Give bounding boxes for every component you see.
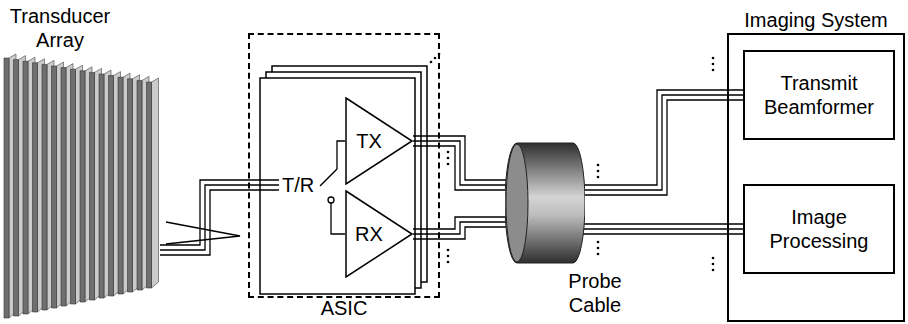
signal-bundle [583, 224, 743, 234]
flex-fold [166, 222, 240, 244]
node-label: Transducer Array [0, 4, 120, 52]
rx-amplifier: RX [345, 190, 413, 278]
chip-input-wires [248, 180, 279, 190]
node-label: RX [349, 222, 389, 246]
label-holder: ASIC [250, 297, 438, 319]
transmit-beamformer: Transmit Beamformer [743, 50, 895, 140]
node-label: Image Processing [745, 205, 893, 253]
amplifier-outline [346, 98, 412, 184]
label-holder: Imaging System [729, 8, 903, 32]
label-holder: TX [349, 129, 389, 153]
switch-blade [320, 169, 337, 186]
node-label: Imaging System [729, 8, 903, 32]
node-label: ASIC [250, 297, 438, 319]
node-label: Probe Cable [545, 269, 645, 317]
probe-cable: Probe Cable [505, 142, 585, 264]
switch-contact [328, 197, 334, 203]
continuation-dots [430, 53, 715, 272]
amplifier-outline [346, 191, 412, 277]
cable-cylinder [505, 142, 585, 264]
signal-bundle [413, 217, 513, 239]
array-element-fronts [4, 58, 152, 318]
imaging-system: Imaging SystemTransmit BeamformerImage P… [727, 33, 905, 322]
transducer-array: Transducer Array [0, 4, 160, 322]
tx-amplifier: TX [345, 97, 413, 185]
cable-end [506, 144, 528, 262]
signal-bundle [583, 90, 743, 195]
switch-tx-wire [337, 141, 345, 169]
label-holder: RX [349, 222, 389, 246]
chip-front [260, 78, 415, 294]
node-label: Transmit Beamformer [745, 71, 893, 119]
switch-label: T/R [282, 173, 314, 197]
signal-bundle [160, 180, 248, 255]
cable-body [505, 143, 585, 263]
image-processing: Image Processing [743, 184, 895, 274]
switch-rx-wire [331, 203, 345, 234]
label-holder: Probe Cable [545, 269, 645, 317]
asic-block: ASICTXRX [248, 33, 440, 298]
node-label: TX [349, 129, 389, 153]
signal-bundle [413, 136, 513, 190]
